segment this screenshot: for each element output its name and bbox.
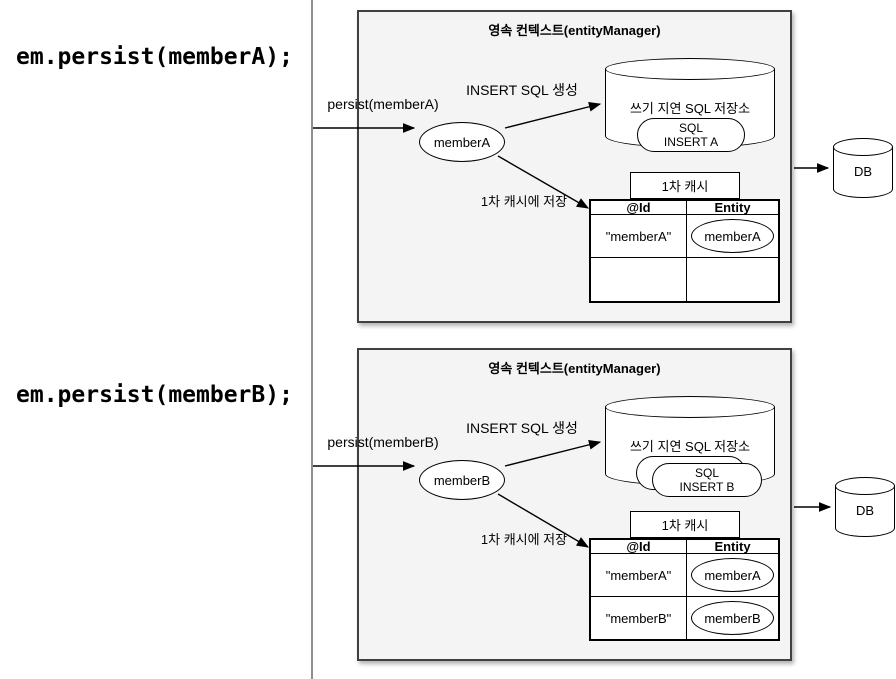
panel-title-b: 영속 컨텍스트(entityManager)	[488, 361, 661, 376]
table-entity-label-b1: memberA	[704, 567, 761, 583]
code-snippet-b: em.persist(memberB);	[16, 382, 293, 408]
cache-title-label-a: 1차 캐시	[661, 179, 709, 194]
sql-box-line1-b: SQL	[694, 466, 719, 480]
db-label-a: DB	[853, 164, 873, 179]
cylinder-top-a	[605, 58, 775, 80]
entity-ellipse-b: memberB	[419, 460, 505, 500]
table-cell-id-b1: "memberA"	[591, 554, 687, 597]
table-cell-id-b2: "memberB"	[591, 597, 687, 639]
table-entity-label-b2: memberB	[704, 610, 761, 626]
divider-line	[311, 0, 313, 679]
table-cell-entity-a1: memberA	[687, 215, 778, 258]
insert-sql-label-b: INSERT SQL 생성	[466, 420, 578, 436]
table-cell-entity-b2: memberB	[687, 597, 778, 639]
table-entity-ellipse-a1: memberA	[691, 219, 774, 253]
db-label-b: DB	[855, 503, 875, 518]
db-cylinder-a: DB	[833, 138, 893, 198]
cache-title-label-b: 1차 캐시	[661, 518, 709, 533]
table-cell-id-a1: "memberA"	[591, 215, 687, 258]
table-entity-ellipse-b1: memberA	[691, 558, 774, 592]
first-level-cache-table-b: @Id Entity "memberA" memberA "memberB" m…	[589, 538, 780, 641]
entity-header-b: Entity	[687, 540, 778, 554]
cylinder-top-b	[605, 396, 775, 418]
first-level-cache-table-a: @Id Entity "memberA" memberA	[589, 199, 780, 303]
write-behind-sql-store-cylinder-a: 쓰기 지연 SQL 저장소	[605, 58, 775, 148]
table-cell-entity-a2	[687, 258, 778, 301]
sql-store-title-a: 쓰기 지연 SQL 저장소	[629, 101, 751, 116]
sql-box-line2-a: INSERT A	[663, 135, 719, 149]
entity-header-a: Entity	[687, 201, 778, 215]
first-level-cache-title-b: 1차 캐시	[630, 511, 740, 538]
insert-sql-label-a: INSERT SQL 생성	[466, 82, 578, 98]
id-header-a: @Id	[591, 201, 687, 215]
persist-call-label-b: persist(memberB)	[327, 434, 439, 450]
cache-store-label-a: 1차 캐시에 저장	[480, 194, 568, 209]
table-entity-ellipse-b2: memberB	[691, 601, 774, 635]
sql-insert-box-b: SQL INSERT B	[652, 463, 762, 497]
entity-ellipse-a: memberA	[419, 122, 505, 162]
db-cylinder-top-a	[833, 138, 893, 156]
sql-store-title-b: 쓰기 지연 SQL 저장소	[629, 439, 751, 454]
entity-ellipse-label-a: memberA	[433, 134, 491, 150]
panel-title-a: 영속 컨텍스트(entityManager)	[488, 23, 661, 38]
table-entity-label-a1: memberA	[704, 228, 761, 244]
first-level-cache-title-a: 1차 캐시	[630, 172, 740, 199]
sql-box-line1-a: SQL	[678, 121, 703, 135]
sql-insert-box-a: SQL INSERT A	[637, 118, 745, 152]
sql-box-line2-b: INSERT B	[679, 480, 735, 494]
cache-store-label-b: 1차 캐시에 저장	[480, 532, 568, 547]
entity-ellipse-label-b: memberB	[433, 472, 491, 488]
id-header-b: @Id	[591, 540, 687, 554]
table-cell-id-a2	[591, 258, 687, 301]
db-cylinder-b: DB	[835, 477, 895, 537]
db-cylinder-top-b	[835, 477, 895, 495]
db-cylinder-body-a	[833, 147, 893, 198]
persist-call-label-a: persist(memberA)	[327, 96, 439, 112]
table-cell-entity-b1: memberA	[687, 554, 778, 597]
code-snippet-a: em.persist(memberA);	[16, 44, 293, 70]
